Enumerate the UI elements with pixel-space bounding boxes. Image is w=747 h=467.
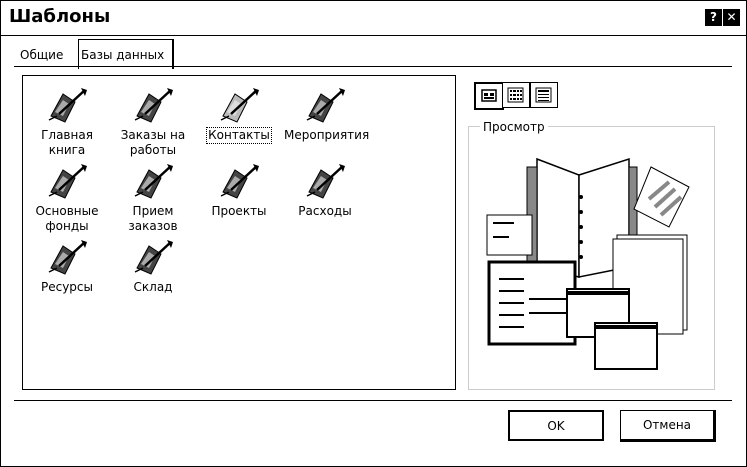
template-item-label-line: Главная [41,128,93,142]
list-view-button[interactable] [502,82,530,108]
preview-label: Просмотр [480,120,548,134]
template-item-label-line: Заказы на [120,128,186,142]
template-item[interactable]: Проекты [197,162,281,219]
wizard-wand-icon [134,88,173,123]
preview-area [468,126,715,390]
dialog-title: Шаблоны [9,6,111,27]
template-item-label: Мероприятия [283,128,370,143]
template-item[interactable]: Склад [111,238,195,295]
template-item-label-line: Основные [35,204,99,218]
template-item-label-line: Контакты [208,128,270,142]
template-item-label: Расходы [297,204,352,219]
template-item-label-line: работы [129,143,177,157]
template-item-label-line: Склад [133,280,173,294]
wizard-wand-icon [306,164,345,199]
template-item-label-line: Прием [132,204,174,218]
template-item-label-line: фонды [45,219,89,233]
tab-general[interactable]: Общие [20,48,64,62]
database-forms-preview-illustration [486,157,690,370]
template-item[interactable]: Контакты [197,86,281,144]
template-item-label: Контакты [206,127,272,144]
template-item-label-line: Расходы [298,204,352,218]
template-item-label-line: книга [48,143,86,157]
template-item-label: Проекты [210,204,267,219]
list-view-icon [507,87,524,103]
template-item-label-line: Мероприятия [284,128,370,142]
close-button[interactable]: ✕ [723,9,740,26]
template-item[interactable]: Ресурсы [25,238,109,295]
cancel-button[interactable]: Отмена [620,410,716,442]
title-bar: Шаблоны ? ✕ [1,1,746,36]
large-icons-view-icon [481,89,497,102]
template-item-label-line: Ресурсы [40,280,93,294]
template-item[interactable]: Мероприятия [283,86,370,143]
tab-databases[interactable]: Базы данных [78,39,175,69]
wizard-wand-icon [220,88,259,123]
template-item-label-line: заказов [128,219,178,233]
ok-button[interactable]: OK [508,410,604,441]
wizard-wand-icon [48,240,87,275]
template-item-label: Склад [133,280,174,295]
template-item-label: Ресурсы [40,280,94,295]
large-icons-view-button[interactable] [474,82,504,110]
template-item[interactable]: Расходы [283,162,367,219]
button-separator [14,400,732,401]
details-view-button[interactable] [530,82,558,108]
wizard-wand-icon [48,88,87,123]
template-item-label-line: Проекты [211,204,267,218]
help-button[interactable]: ? [705,9,722,26]
details-view-icon [535,87,552,103]
wizard-wand-icon [306,88,345,123]
wizard-wand-icon [220,164,259,199]
wizard-wand-icon [48,164,87,199]
wizard-wand-icon [134,164,173,199]
wizard-wand-icon [134,240,173,275]
tab-panel [14,66,732,392]
